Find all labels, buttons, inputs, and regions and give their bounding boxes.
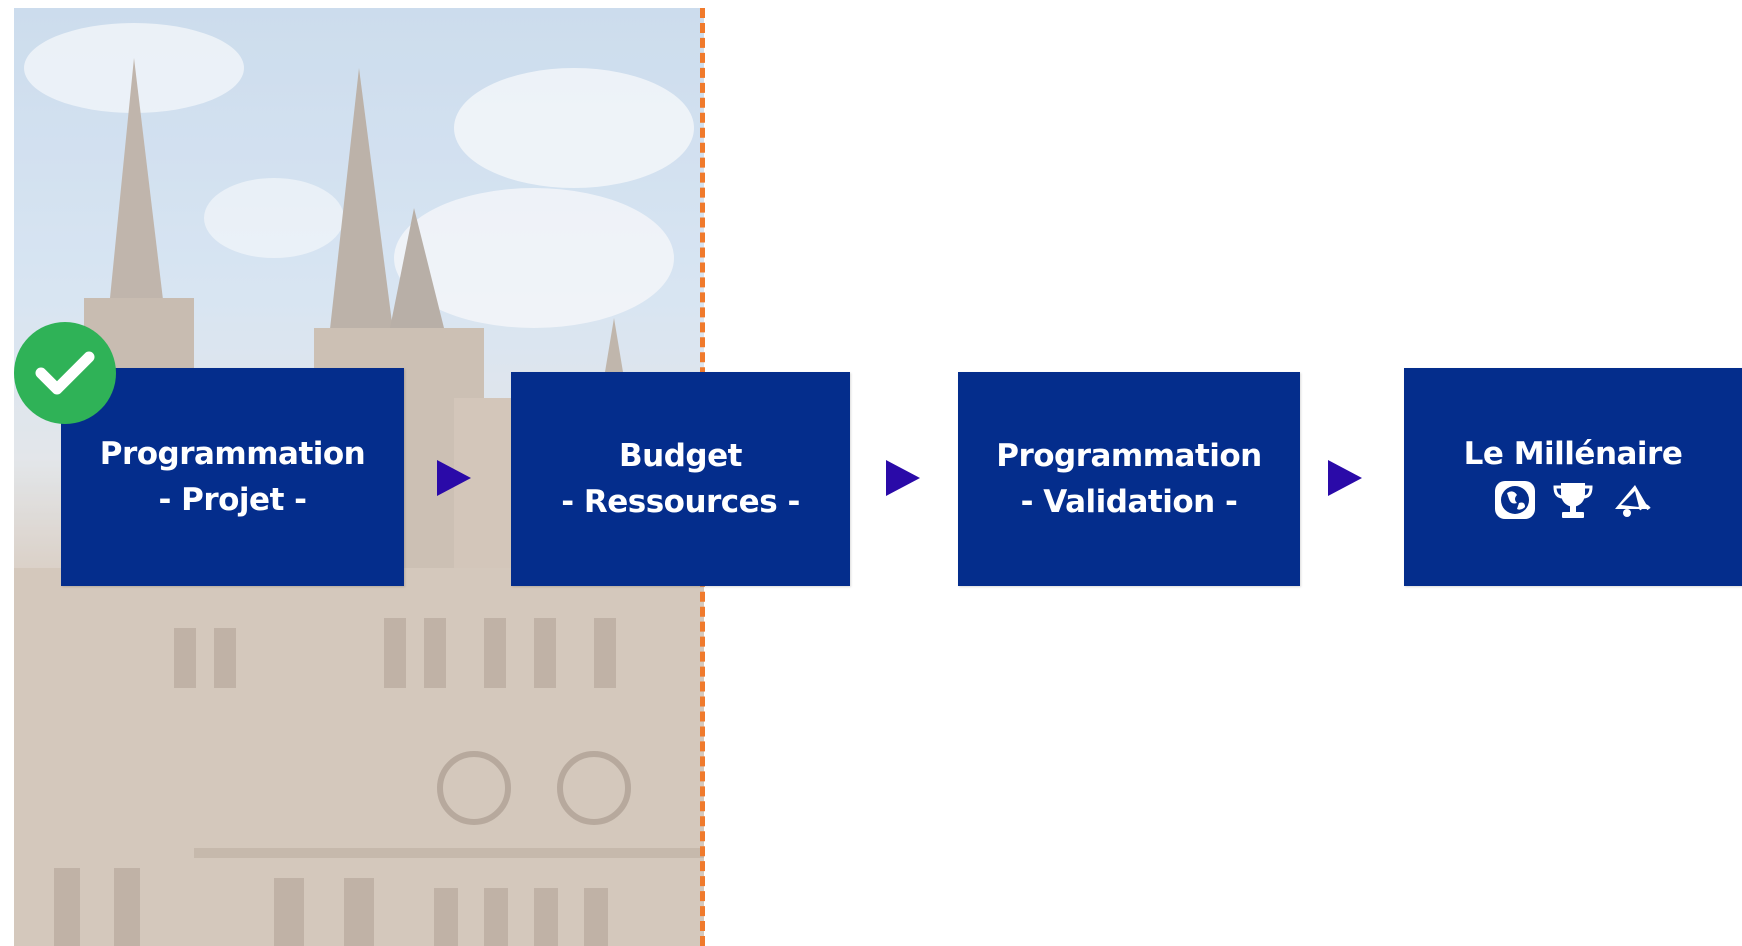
step-title: Le Millénaire [1463, 436, 1683, 472]
step-programmation-projet[interactable]: Programmation - Projet - [61, 368, 404, 586]
megaphone-icon [1609, 479, 1653, 521]
step-budget-ressources[interactable]: Budget - Ressources - [511, 372, 850, 586]
globe-icon [1493, 479, 1537, 521]
millenaire-icons [1493, 477, 1653, 523]
step-subtitle: - Projet - [158, 482, 307, 518]
step-subtitle: - Ressources - [561, 484, 800, 520]
step-title: Programmation [99, 436, 366, 472]
arrow-right-icon [1328, 460, 1362, 496]
arrow-right-icon [886, 460, 920, 496]
step-title: Programmation [996, 438, 1262, 474]
step-title: Budget [619, 438, 742, 474]
trophy-icon [1551, 479, 1595, 521]
check-icon [14, 322, 116, 424]
step-subtitle: - Validation - [1020, 484, 1238, 520]
step-le-millenaire[interactable]: Le Millénaire [1404, 368, 1742, 586]
step-programmation-validation[interactable]: Programmation - Validation - [958, 372, 1300, 586]
arrow-right-icon [437, 460, 471, 496]
